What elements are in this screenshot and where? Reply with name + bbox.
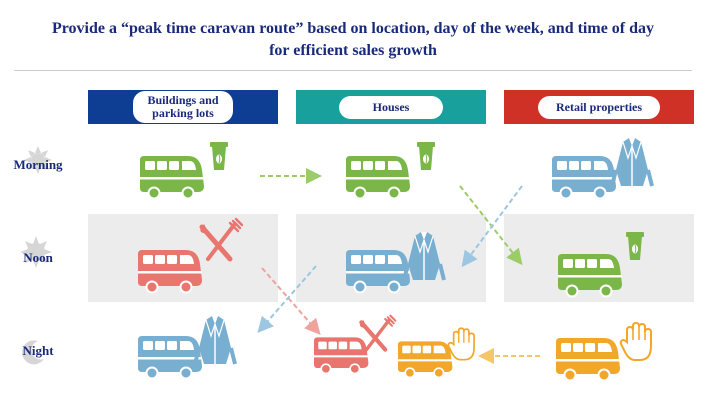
clothing-van-icon [346, 250, 410, 294]
title-divider [14, 70, 692, 71]
grocery-van-icon [398, 341, 453, 379]
row-label-noon: Noon [23, 250, 53, 265]
coffee-van-icon [558, 254, 622, 298]
grocery-van-icon [556, 338, 620, 382]
route-arrow-lunch-buildings-to-houses [261, 267, 321, 336]
hand-icon [447, 327, 475, 361]
column-header-retail: Retail properties [504, 90, 694, 124]
column-label-houses: Houses [338, 95, 444, 119]
lunch-van-icon [138, 250, 202, 294]
column-label-retail: Retail properties [537, 95, 661, 119]
title-line-2: for efficient sales growth [269, 42, 437, 59]
column-label-buildings-line2: parking lots [152, 106, 214, 120]
title-line-1: Provide a “peak time caravan route” base… [51, 20, 655, 37]
row-label-morning: Morning [13, 157, 63, 172]
fork-knife-icon [360, 316, 395, 350]
coffee-cup-icon [416, 141, 436, 171]
moon-icon [22, 340, 45, 365]
route-arrow-clothing-houses-to-buildings [257, 265, 317, 334]
column-label-buildings-line1: Buildings and [147, 93, 219, 107]
lunch-van-icon [314, 337, 369, 375]
fork-knife-icon [201, 219, 242, 259]
column-header-houses: Houses [296, 90, 486, 124]
clothing-van-icon [138, 336, 202, 380]
sun-icon [24, 146, 52, 174]
route-arrow-clothing-retail-to-houses [461, 185, 523, 268]
clothing-van-icon [552, 156, 616, 200]
coffee-cup-icon [625, 231, 645, 261]
jacket-icon [193, 314, 237, 366]
row-label-night: Night [22, 343, 54, 358]
route-arrow-coffee-houses-to-retail [459, 185, 523, 266]
coffee-cup-icon [209, 141, 229, 171]
sun-icon [20, 236, 52, 268]
page-title: Provide a “peak time caravan route” base… [0, 18, 706, 62]
coffee-van-icon [140, 156, 204, 200]
jacket-icon [610, 136, 654, 188]
column-label-buildings: Buildings and parking lots [133, 91, 233, 123]
hand-icon [619, 322, 652, 361]
column-header-buildings: Buildings and parking lots [88, 90, 278, 124]
coffee-van-icon [346, 156, 410, 200]
